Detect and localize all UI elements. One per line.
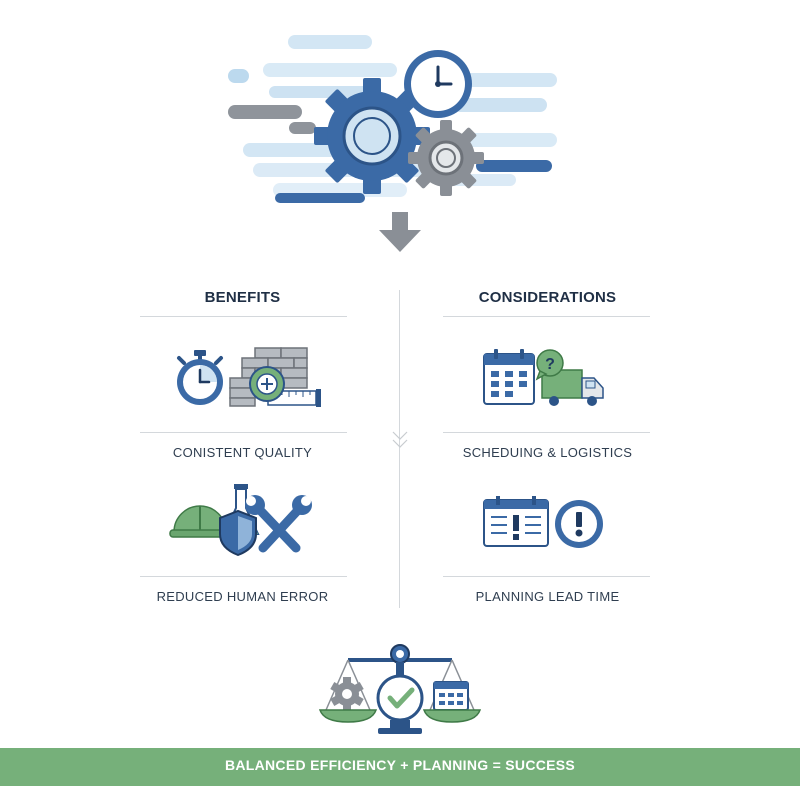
truck-icon [541, 369, 604, 406]
down-arrow-icon [379, 212, 421, 252]
success-banner [0, 748, 800, 786]
consideration-1-label: SCHEDUING & LOGISTICS [462, 445, 633, 460]
benefit-1-rule [140, 432, 347, 433]
lead-time-icons [483, 496, 603, 548]
calendar-icon [483, 349, 535, 405]
balance-scale-icon [318, 644, 482, 734]
benefit-2-label: REDUCED HUMAN ERROR [156, 589, 329, 604]
benefit-2-rule [140, 576, 347, 577]
small-gear-icon [408, 120, 484, 196]
benefit-1-label: CONISTENT QUALITY [172, 445, 313, 460]
benefits-heading-rule [140, 316, 347, 317]
question-bubble-icon: ? [535, 349, 564, 381]
consistent-quality-icons [177, 347, 321, 407]
reduced-error-icons [169, 484, 312, 556]
considerations-heading-rule [443, 316, 650, 317]
alert-clock-icon [555, 500, 603, 548]
scale-gear-icon [330, 677, 364, 711]
column-divider [399, 290, 400, 608]
clock-icon [404, 50, 472, 118]
consideration-1-rule [443, 432, 650, 433]
svg-text:?: ? [545, 356, 555, 373]
scheduling-icons: ? [483, 349, 604, 406]
consideration-2-rule [443, 576, 650, 577]
divider-chevron-icon [392, 431, 408, 448]
scale-calendar-icon [433, 681, 469, 711]
brick-wall-icon [229, 347, 308, 407]
gears-clock-illustration [228, 35, 557, 203]
wrench-icon [245, 495, 312, 553]
shield-icon [219, 509, 257, 556]
considerations-heading: CONSIDERATIONS [478, 289, 617, 306]
benefits-heading: BENEFITS [204, 289, 281, 306]
stopwatch-icon [177, 350, 223, 405]
hard-hat-icon [169, 505, 231, 538]
check-circle-icon [376, 674, 424, 722]
schedule-board-icon [483, 496, 549, 547]
measuring-tape-icon [249, 366, 321, 407]
consideration-2-label: PLANNING LEAD TIME [475, 589, 620, 604]
success-banner-text: BALANCED EFFICIENCY + PLANNING = SUCCESS [224, 757, 576, 773]
